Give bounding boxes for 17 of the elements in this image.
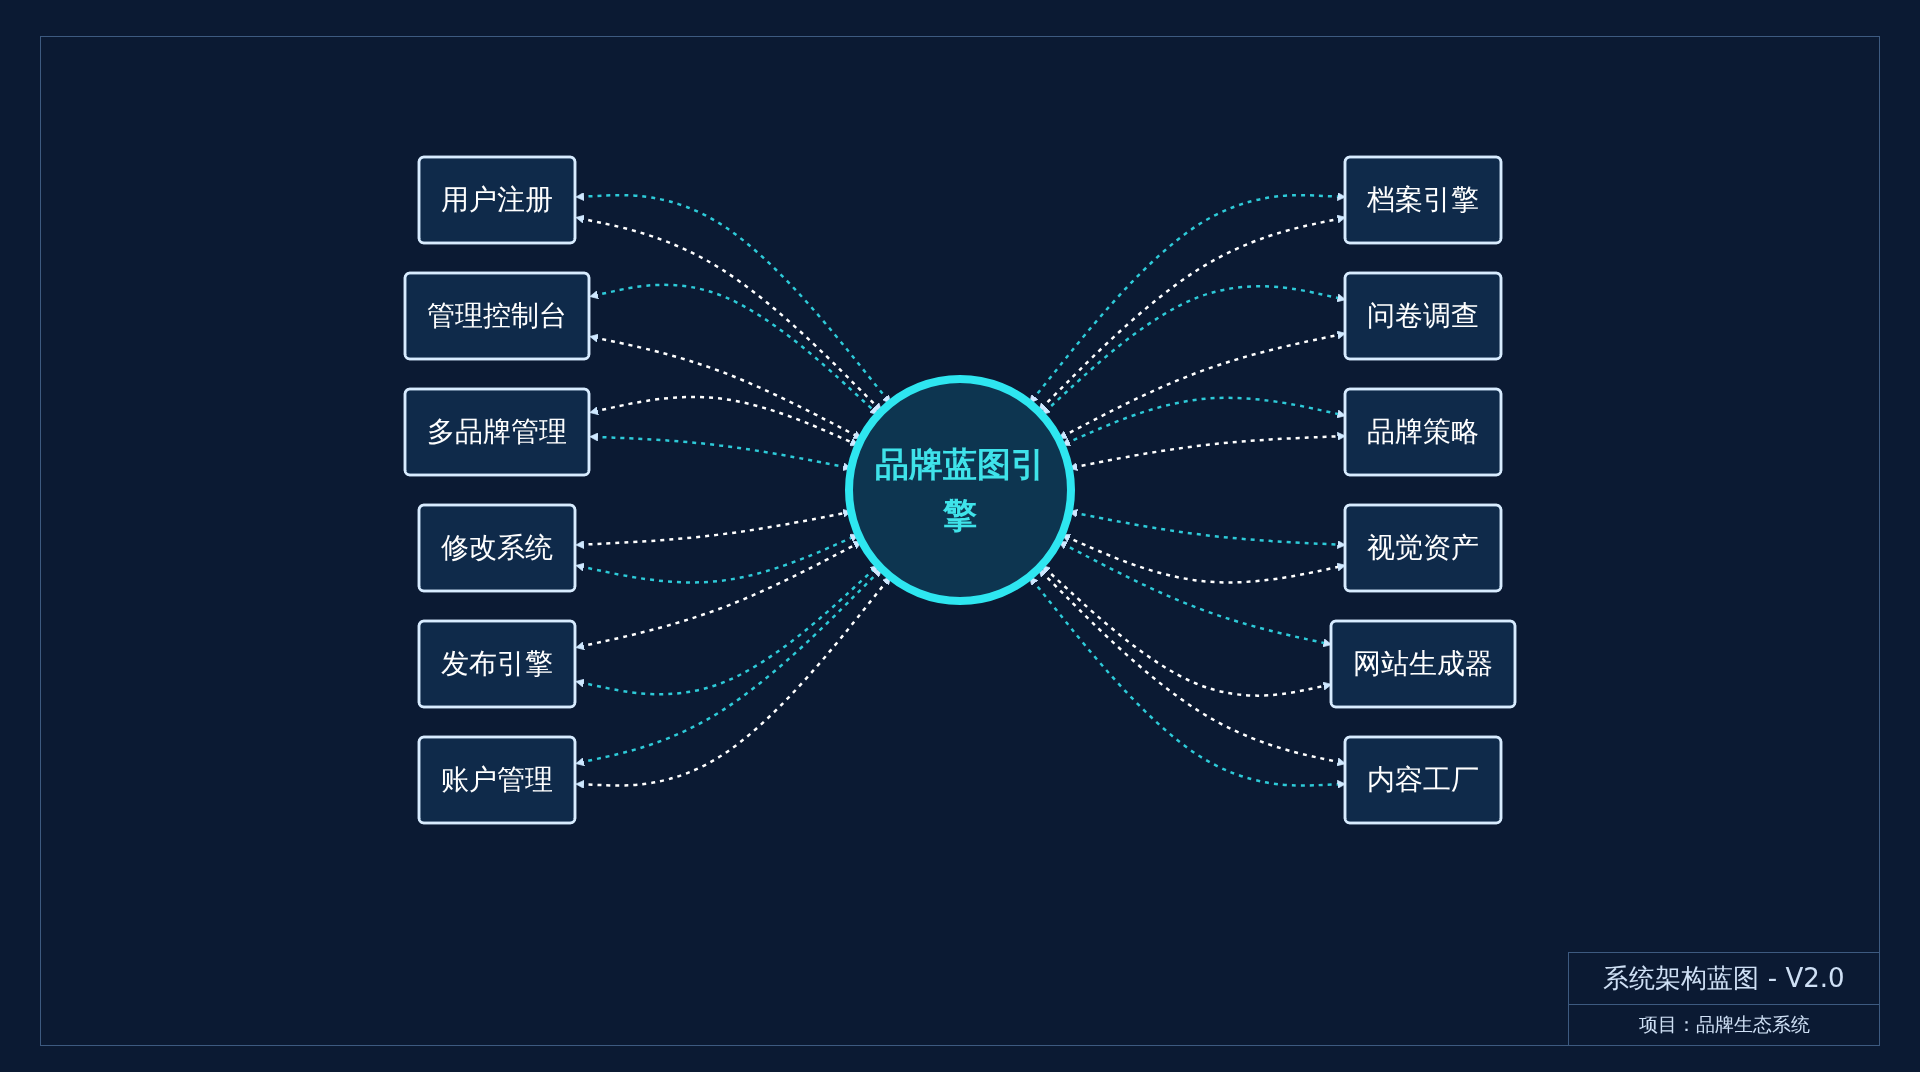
title-block-subtitle: 项目：品牌生态系统: [1637, 1012, 1811, 1037]
arrow: [1041, 285, 1346, 415]
node-circle: 品牌蓝图引擎: [845, 375, 1075, 605]
arrow: [575, 214, 883, 412]
arrow: [1041, 565, 1332, 697]
arrow: [1038, 214, 1346, 412]
arrow: [1058, 541, 1332, 648]
arrow: [1058, 330, 1346, 439]
arrow: [589, 283, 879, 416]
arrow: [1029, 192, 1346, 404]
arrow: [575, 192, 891, 404]
title-block-heading: 系统架构蓝图 - V2.0: [1569, 953, 1879, 1005]
arrow: [575, 564, 879, 696]
arrow: [1029, 576, 1346, 789]
arrow: [1038, 568, 1346, 767]
arrow: [575, 576, 891, 789]
arrow: [575, 568, 883, 767]
